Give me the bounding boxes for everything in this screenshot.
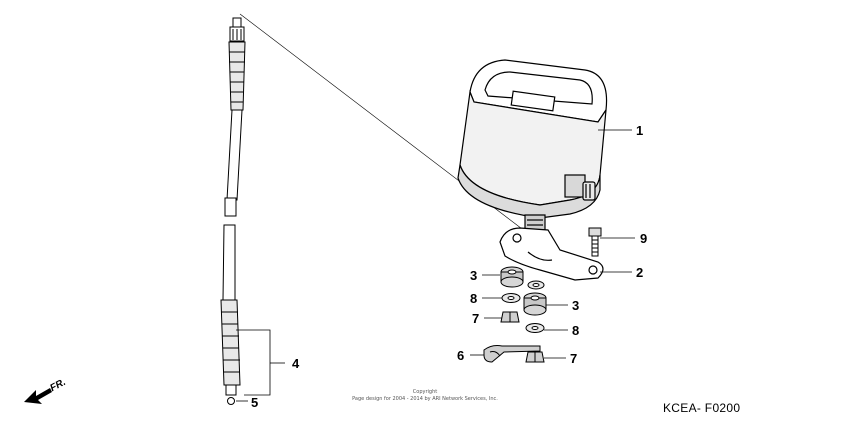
washer-left <box>501 293 521 303</box>
callout-6: 6 <box>457 348 464 363</box>
callout-8-left: 8 <box>470 291 477 306</box>
diagram-code: KCEA- F0200 <box>663 401 741 415</box>
callout-4: 4 <box>292 356 300 371</box>
callout-3-left: 3 <box>470 268 477 283</box>
cable-band <box>483 345 541 363</box>
callout-2: 2 <box>636 265 643 280</box>
callout-7-right: 7 <box>570 351 577 366</box>
washer-right <box>525 323 545 333</box>
speedometer-housing <box>457 59 608 233</box>
callout-9: 9 <box>640 231 647 246</box>
front-direction-arrow-icon <box>24 388 52 404</box>
copyright-notice: Page design for 2004 - 2014 by ARI Netwo… <box>352 396 498 402</box>
callout-3-right: 3 <box>572 298 579 313</box>
speedometer-cable <box>220 17 246 405</box>
callout-8-right: 8 <box>572 323 579 338</box>
nut-right <box>525 351 545 363</box>
callout-1: 1 <box>636 123 643 138</box>
meter-bracket <box>499 227 604 281</box>
washer-top <box>527 280 545 290</box>
nut-left <box>500 311 520 323</box>
callout-5: 5 <box>251 395 258 410</box>
callout-7-left: 7 <box>472 311 479 326</box>
callout-leader-lines <box>236 129 635 402</box>
mounting-screw <box>588 227 602 257</box>
grommet-right <box>523 292 547 316</box>
grommet-left <box>500 266 524 288</box>
copyright-title: Copyright <box>412 389 438 395</box>
